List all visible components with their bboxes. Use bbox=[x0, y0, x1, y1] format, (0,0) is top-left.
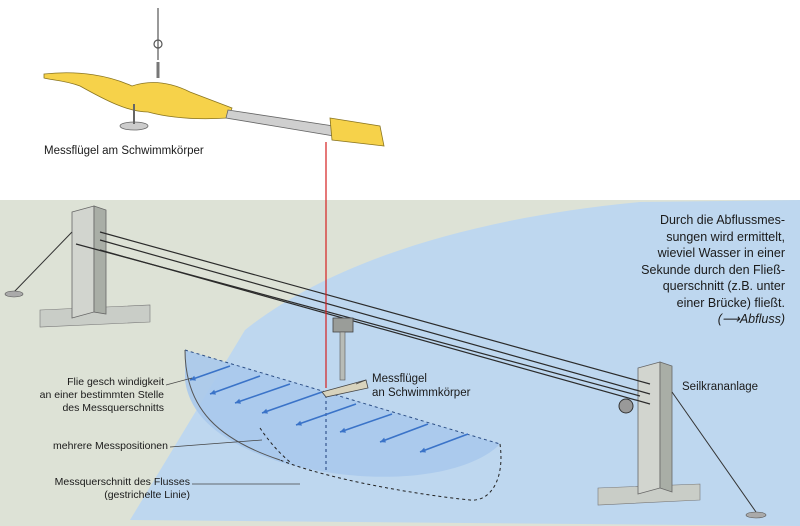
cross-section-water bbox=[185, 350, 500, 477]
description-reference: (⟶Abfluss) bbox=[717, 312, 785, 326]
right-pillar bbox=[597, 361, 701, 506]
description-line: sungen wird ermittelt, bbox=[666, 229, 785, 244]
label-messfluegel-line2: an Schwimmkörper bbox=[372, 387, 471, 400]
label-fliessgeschwindigkeit: Flie gesch windigkeit an einer bestimmte… bbox=[4, 376, 164, 414]
device-body bbox=[43, 72, 233, 120]
label-seilkrananlage: Seilkrananlage bbox=[682, 381, 759, 393]
left-pillar-side bbox=[93, 205, 107, 315]
velocity-arrow bbox=[379, 423, 429, 443]
velocity-arrow bbox=[189, 365, 231, 381]
leader-line-fliessgeschwindigkeit bbox=[165, 377, 193, 386]
leader-lines bbox=[165, 377, 367, 485]
velocity-arrow bbox=[419, 433, 469, 453]
velocity-arrow bbox=[209, 375, 261, 395]
velocity-arrow bbox=[261, 391, 323, 414]
label-messquerschnitt-line2: (gestrichelte Linie) bbox=[104, 488, 190, 501]
current-meter-float-device bbox=[43, 8, 385, 147]
velocity-arrowhead bbox=[296, 420, 302, 426]
velocity-arrowhead bbox=[210, 389, 216, 395]
cross-section-riverbed-outline bbox=[184, 349, 281, 461]
label-fliessgeschwindigkeit-line1: Flie gesch windigkeit bbox=[67, 376, 164, 388]
label-fliessgeschwindigkeit-line3: des Messquerschnitts bbox=[62, 401, 164, 414]
cable-winch-icon bbox=[618, 398, 634, 414]
leader-line-messfluegel bbox=[355, 379, 367, 385]
right-anchor bbox=[745, 511, 767, 519]
label-fliessgeschwindigkeit-line2: an einer bestimmten Stelle bbox=[39, 388, 164, 401]
description-line: querschnitt (z.B. unter bbox=[662, 279, 785, 293]
description-line: Sekunde durch den Fließ- bbox=[641, 262, 785, 277]
velocity-arrow bbox=[295, 403, 357, 426]
cable bbox=[99, 239, 651, 395]
label-messfluegel-line1: Messflügel bbox=[372, 373, 427, 385]
velocity-arrows bbox=[189, 365, 469, 453]
velocity-arrowhead bbox=[190, 375, 196, 381]
left-pillar-base bbox=[39, 304, 151, 328]
cross-section-top-line bbox=[184, 349, 501, 445]
cross-section-dashed-outline bbox=[279, 443, 502, 501]
caption-top: Messflügel am Schwimmkörper bbox=[44, 145, 204, 157]
velocity-arrowhead bbox=[235, 398, 241, 404]
description-line: wieviel Wasser in einer bbox=[657, 246, 785, 260]
velocity-arrowhead bbox=[340, 427, 346, 433]
velocity-arrowhead bbox=[262, 408, 268, 414]
right-anchor-cable bbox=[671, 391, 757, 513]
left-anchor bbox=[4, 290, 24, 298]
label-messpositionen: mehrere Messpositionen bbox=[53, 440, 168, 452]
label-messquerschnitt: Messquerschnitt des Flusses (gestrichelt… bbox=[4, 476, 190, 502]
label-messquerschnitt-line1: Messquerschnitt des Flusses bbox=[54, 476, 190, 488]
velocity-arrowhead bbox=[380, 437, 386, 443]
description-text: Durch die Abflussmes- sungen wird ermitt… bbox=[600, 212, 785, 328]
cable bbox=[99, 231, 651, 385]
cable-carriage bbox=[332, 317, 354, 333]
device-hook-icon bbox=[153, 39, 163, 49]
suspension-rod bbox=[339, 331, 346, 381]
left-pillar-post bbox=[71, 205, 95, 319]
velocity-arrow bbox=[234, 383, 291, 404]
device-tail-fin bbox=[329, 117, 385, 147]
velocity-arrow bbox=[339, 413, 393, 433]
description-line: Durch die Abflussmes- bbox=[659, 213, 785, 227]
small-current-meter-icon bbox=[321, 379, 369, 398]
velocity-arrowhead bbox=[420, 447, 426, 453]
left-anchor-cable bbox=[13, 231, 73, 293]
cableway-cables bbox=[75, 231, 651, 405]
description-line: einer Brücke) fließt. bbox=[676, 295, 785, 310]
right-pillar-side bbox=[659, 361, 673, 493]
cable bbox=[75, 243, 641, 397]
leader-line-messpositionen bbox=[169, 439, 263, 448]
label-messfluegel: Messflügel an Schwimmkörper bbox=[372, 372, 470, 400]
